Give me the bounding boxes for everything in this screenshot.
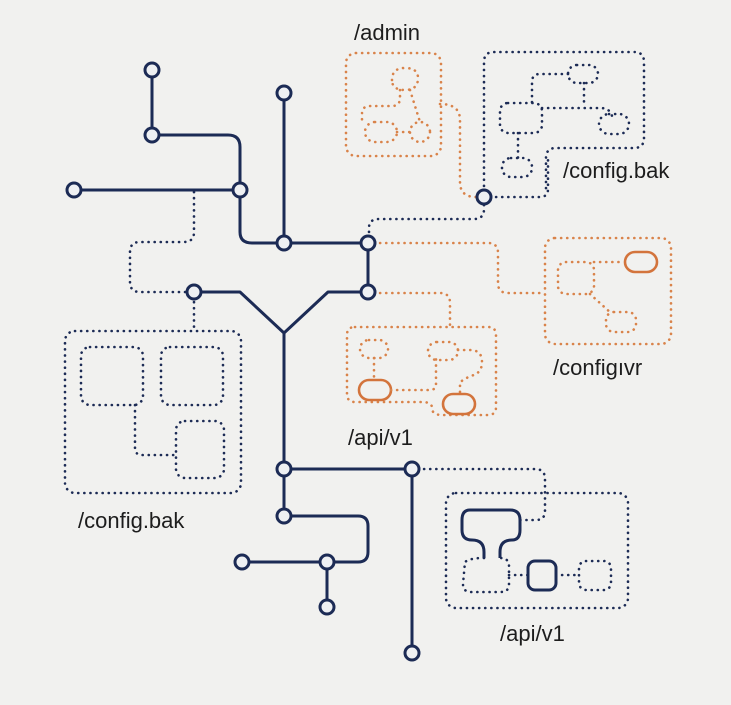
api-v1-center-subnode-1 [358, 338, 390, 360]
api-v1-center-label: /api/v1 [348, 425, 413, 450]
api-v1-bottom-label: /api/v1 [500, 621, 565, 646]
admin-link-2 [408, 88, 422, 124]
route-node[interactable] [475, 188, 493, 206]
trunk-mid-bend [238, 188, 370, 245]
config-vr-link-2 [588, 292, 614, 316]
group-api-v1-center[interactable]: /api/v1 [345, 325, 498, 450]
config-bak-top-link-2 [540, 106, 614, 118]
config-vr-subnode-active [623, 250, 659, 274]
config-bak-left-subnode-1 [79, 345, 145, 407]
api-v1-center-subnode-active-1 [357, 378, 393, 402]
route-node[interactable] [275, 234, 293, 252]
admin-subnode-3 [408, 120, 432, 144]
route-node[interactable] [143, 126, 161, 144]
connector-to-config-vr [372, 241, 547, 295]
group-admin[interactable] [344, 51, 443, 158]
group-config-vr[interactable]: /configıvr [543, 236, 673, 380]
admin-link-1 [360, 88, 402, 124]
route-node[interactable] [403, 460, 421, 478]
config-vr-subnode-2 [604, 310, 638, 334]
admin-subnode-2 [363, 120, 399, 144]
trunk-y-junction [192, 290, 370, 335]
route-node[interactable] [233, 553, 251, 571]
route-node[interactable] [403, 644, 421, 662]
connector-to-api-v1-bottom [416, 467, 547, 522]
config-bak-left-link-1 [133, 403, 178, 457]
connector-to-config-bak-top [367, 198, 486, 240]
api-v1-bottom-subnode-active-1 [460, 508, 522, 558]
route-node[interactable] [231, 181, 249, 199]
api-v1-center-link-3 [456, 348, 484, 396]
config-bak-top-label: /config.bak [563, 158, 670, 183]
config-vr-box [543, 236, 673, 346]
config-bak-left-box [63, 329, 243, 495]
connector-node-to-config-bak [488, 156, 550, 199]
config-vr-label: /configıvr [553, 355, 642, 380]
group-config-bak-left[interactable]: /config.bak [63, 329, 243, 533]
config-bak-top-subnode-4 [500, 156, 534, 179]
route-node[interactable] [143, 61, 161, 79]
trunk-lower-bend [240, 514, 370, 564]
config-bak-left-subnode-3 [174, 419, 226, 480]
api-v1-bottom-subnode-2 [577, 559, 613, 592]
route-node[interactable] [359, 234, 377, 252]
route-node[interactable] [275, 84, 293, 102]
config-vr-subnode-1 [556, 260, 596, 296]
api-v1-bottom-box [444, 491, 630, 610]
config-bak-left-label: /config.bak [78, 508, 185, 533]
api-v1-center-subnode-active-2 [441, 392, 477, 416]
connector-left-dotted [128, 190, 196, 294]
route-node[interactable] [185, 283, 203, 301]
config-bak-top-subnode-3 [597, 112, 631, 136]
route-node[interactable] [275, 507, 293, 525]
route-node[interactable] [359, 283, 377, 301]
admin-label: /admin [354, 20, 420, 45]
route-node[interactable] [65, 181, 83, 199]
config-bak-top-link-1 [530, 72, 570, 106]
trunk-upper-bend [150, 133, 242, 192]
config-bak-top-subnode-1 [566, 63, 600, 85]
route-node[interactable] [275, 460, 293, 478]
api-v1-center-subnode-2 [426, 340, 460, 362]
config-bak-top-box [482, 50, 646, 194]
connector-admin-to-node [438, 102, 478, 199]
admin-subnode-1 [390, 66, 420, 92]
api-v1-center-link-2 [389, 356, 438, 392]
api-v1-bottom-subnode-active-2 [526, 559, 558, 592]
connector-to-api-v1-center [372, 291, 452, 329]
admin-box [344, 51, 443, 158]
route-node[interactable] [318, 553, 336, 571]
config-bak-top-subnode-2 [498, 101, 544, 135]
config-bak-left-subnode-2 [159, 345, 225, 407]
api-v1-center-box [345, 325, 498, 417]
group-config-bak-top[interactable]: /config.bak [482, 50, 670, 194]
api-v1-bottom-subnode-1 [461, 556, 511, 594]
group-api-v1-bottom[interactable]: /api/v1 [444, 491, 630, 646]
route-node[interactable] [318, 598, 336, 616]
